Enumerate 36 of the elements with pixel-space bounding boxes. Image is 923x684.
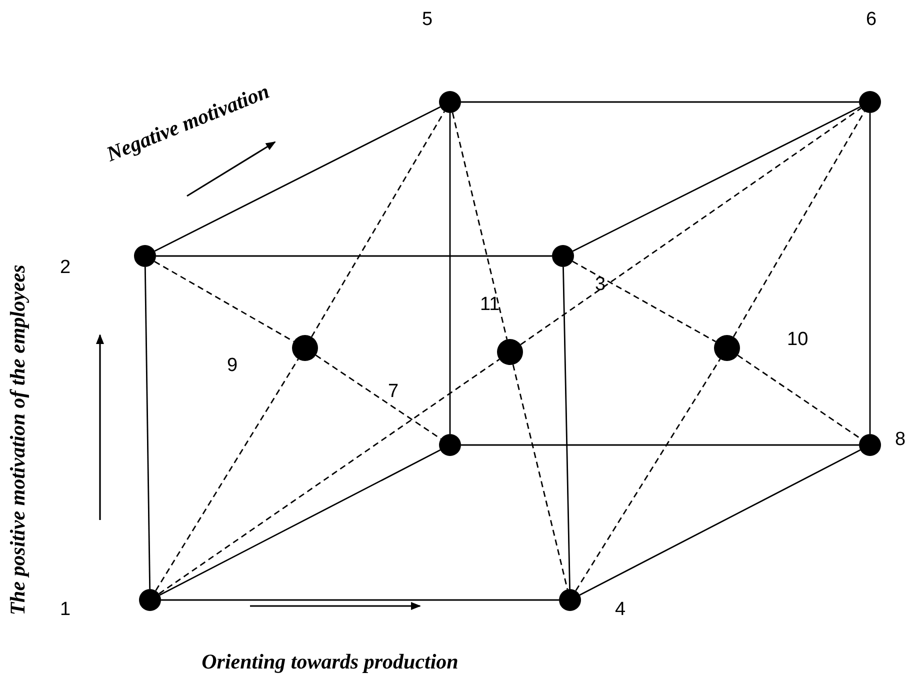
- connector-line: [512, 364, 568, 590]
- connector-line: [575, 358, 721, 592]
- connector-line: [461, 101, 859, 103]
- connector-line: [315, 354, 442, 440]
- connector-line: [737, 354, 862, 440]
- connector-line: [161, 599, 559, 601]
- connector-line: [154, 106, 440, 252]
- connector-line: [154, 260, 294, 342]
- point-number: 10: [787, 330, 808, 349]
- connector-line: [155, 358, 299, 591]
- connector-line: [159, 449, 441, 596]
- point-number: 6: [866, 10, 877, 29]
- point-number: 8: [895, 430, 906, 449]
- connector-line: [449, 113, 451, 434]
- connector-line: [461, 444, 859, 446]
- connector-line: [144, 266, 151, 590]
- point-number: 4: [615, 600, 626, 619]
- connector-line: [311, 111, 446, 338]
- connector-line: [452, 112, 508, 340]
- axis-label: Orienting towards production: [202, 652, 458, 672]
- connector-line: [158, 358, 500, 594]
- point-number: 11: [480, 295, 500, 314]
- point-number: 1: [60, 600, 71, 619]
- connector-line: [572, 260, 716, 342]
- point-number: 2: [60, 258, 71, 277]
- connector-line: [732, 111, 866, 338]
- connector-line: [869, 113, 871, 434]
- connector-line: [520, 108, 862, 346]
- point-number: 9: [227, 356, 238, 375]
- point-number: 5: [422, 10, 433, 29]
- connector-line: [562, 266, 570, 590]
- point-number: 7: [388, 382, 399, 401]
- axis-label: The positive motivation of the employees: [8, 264, 28, 616]
- connector-line: [579, 449, 861, 596]
- connector-line: [572, 106, 860, 252]
- connector-line: [156, 255, 552, 257]
